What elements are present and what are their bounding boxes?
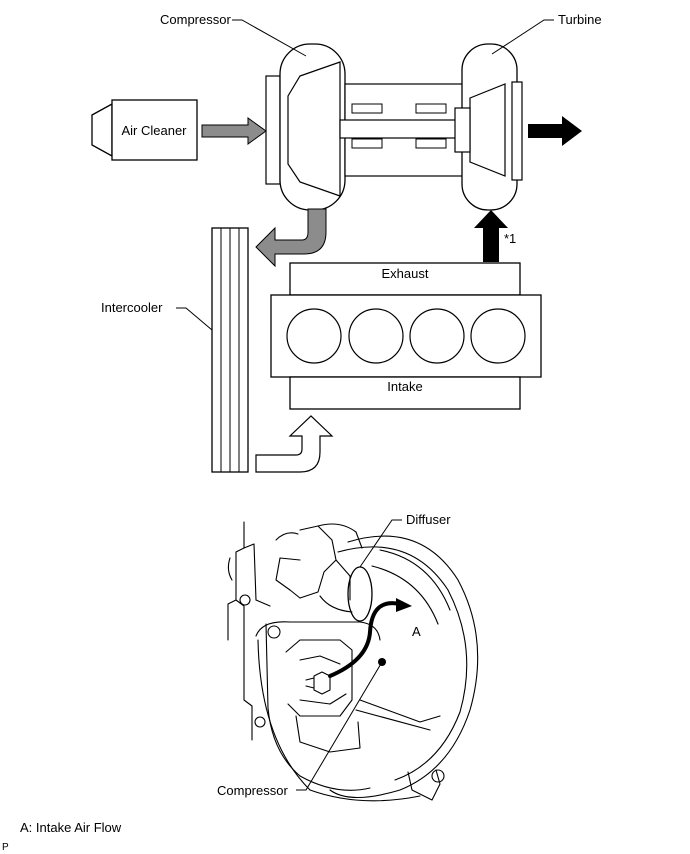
bearing-lower-right xyxy=(415,138,447,149)
bearing-lower-left xyxy=(351,138,383,149)
diffuser-leader xyxy=(359,519,402,568)
turbine-hub xyxy=(454,107,471,153)
turbine-leader xyxy=(491,19,554,55)
compressor-impeller xyxy=(287,61,341,197)
turbo-shaft xyxy=(339,119,467,139)
exhaust-label: Exhaust xyxy=(382,266,429,281)
turbine-wheel xyxy=(469,83,506,177)
turbine-label: Turbine xyxy=(558,12,602,27)
intercooler-label: Intercooler xyxy=(101,300,163,315)
intake-air-flow-arrow xyxy=(328,601,402,678)
intake-label: Intake xyxy=(387,379,422,394)
intercooler-leader xyxy=(176,307,213,331)
intake-air-flow-arrowhead xyxy=(396,598,412,612)
turbine-flange xyxy=(511,81,523,181)
cylinder-2 xyxy=(348,308,404,364)
compressor-label-bottom: Compressor xyxy=(217,783,288,798)
exhaust-to-turbine-arrow xyxy=(474,210,508,262)
intake-manifold xyxy=(289,376,521,410)
cylinder-4 xyxy=(470,308,526,364)
compressed-air-arrow-to-intercooler xyxy=(255,208,327,268)
exhaust-out-arrow xyxy=(528,116,582,146)
air-cleaner-label: Air Cleaner xyxy=(121,123,187,138)
air-cleaner-intake-horn xyxy=(91,102,113,158)
footnote-marker: *1 xyxy=(504,231,516,246)
cylinder-3 xyxy=(409,308,465,364)
diffuser-highlight-ellipse xyxy=(347,566,373,622)
intercooler-core xyxy=(211,227,249,473)
compressor-leader-bottom xyxy=(296,661,383,791)
compressor-label-top: Compressor xyxy=(160,12,231,27)
diffuser-label: Diffuser xyxy=(406,512,451,527)
air-cleaner-box xyxy=(111,99,198,161)
compressor-cutaway-illustration xyxy=(227,521,479,802)
cylinder-1 xyxy=(286,308,342,364)
exhaust-manifold xyxy=(289,262,521,296)
compressor-flange xyxy=(265,75,281,185)
bearing-upper-right xyxy=(415,103,447,114)
legend-intake-air-flow: A: Intake Air Flow xyxy=(20,820,122,835)
air-flow-arrow-to-compressor xyxy=(201,117,267,145)
arrow-a-label: A xyxy=(412,624,421,639)
compressor-leader-top xyxy=(232,19,307,57)
bearing-upper-left xyxy=(351,103,383,114)
cooled-air-arrow-to-intake xyxy=(255,415,334,473)
corner-mark: P xyxy=(2,842,9,853)
